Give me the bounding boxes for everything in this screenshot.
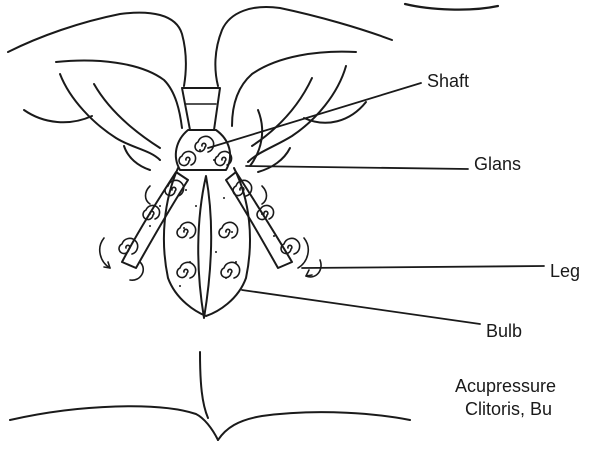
shaft-outline — [182, 88, 220, 130]
right-hand — [215, 7, 392, 172]
label-bulb: Bulb — [486, 322, 522, 340]
label-shaft: Shaft — [427, 72, 469, 90]
leader-shaft — [208, 83, 421, 148]
caption: Acupressure Clitoris, Bu — [455, 375, 556, 421]
caption-line-1: Acupressure — [455, 375, 556, 398]
left-hand — [8, 13, 186, 170]
leader-bulb — [242, 290, 480, 324]
leader-lines — [208, 83, 544, 324]
label-glans: Glans — [474, 155, 521, 173]
thigh-fragment — [405, 4, 498, 10]
lower-body — [10, 352, 410, 440]
leader-leg — [302, 266, 544, 268]
label-leg: Leg — [550, 262, 580, 280]
vestibule — [198, 176, 211, 318]
leader-glans — [246, 166, 468, 169]
caption-line-2: Clitoris, Bu — [455, 398, 556, 421]
